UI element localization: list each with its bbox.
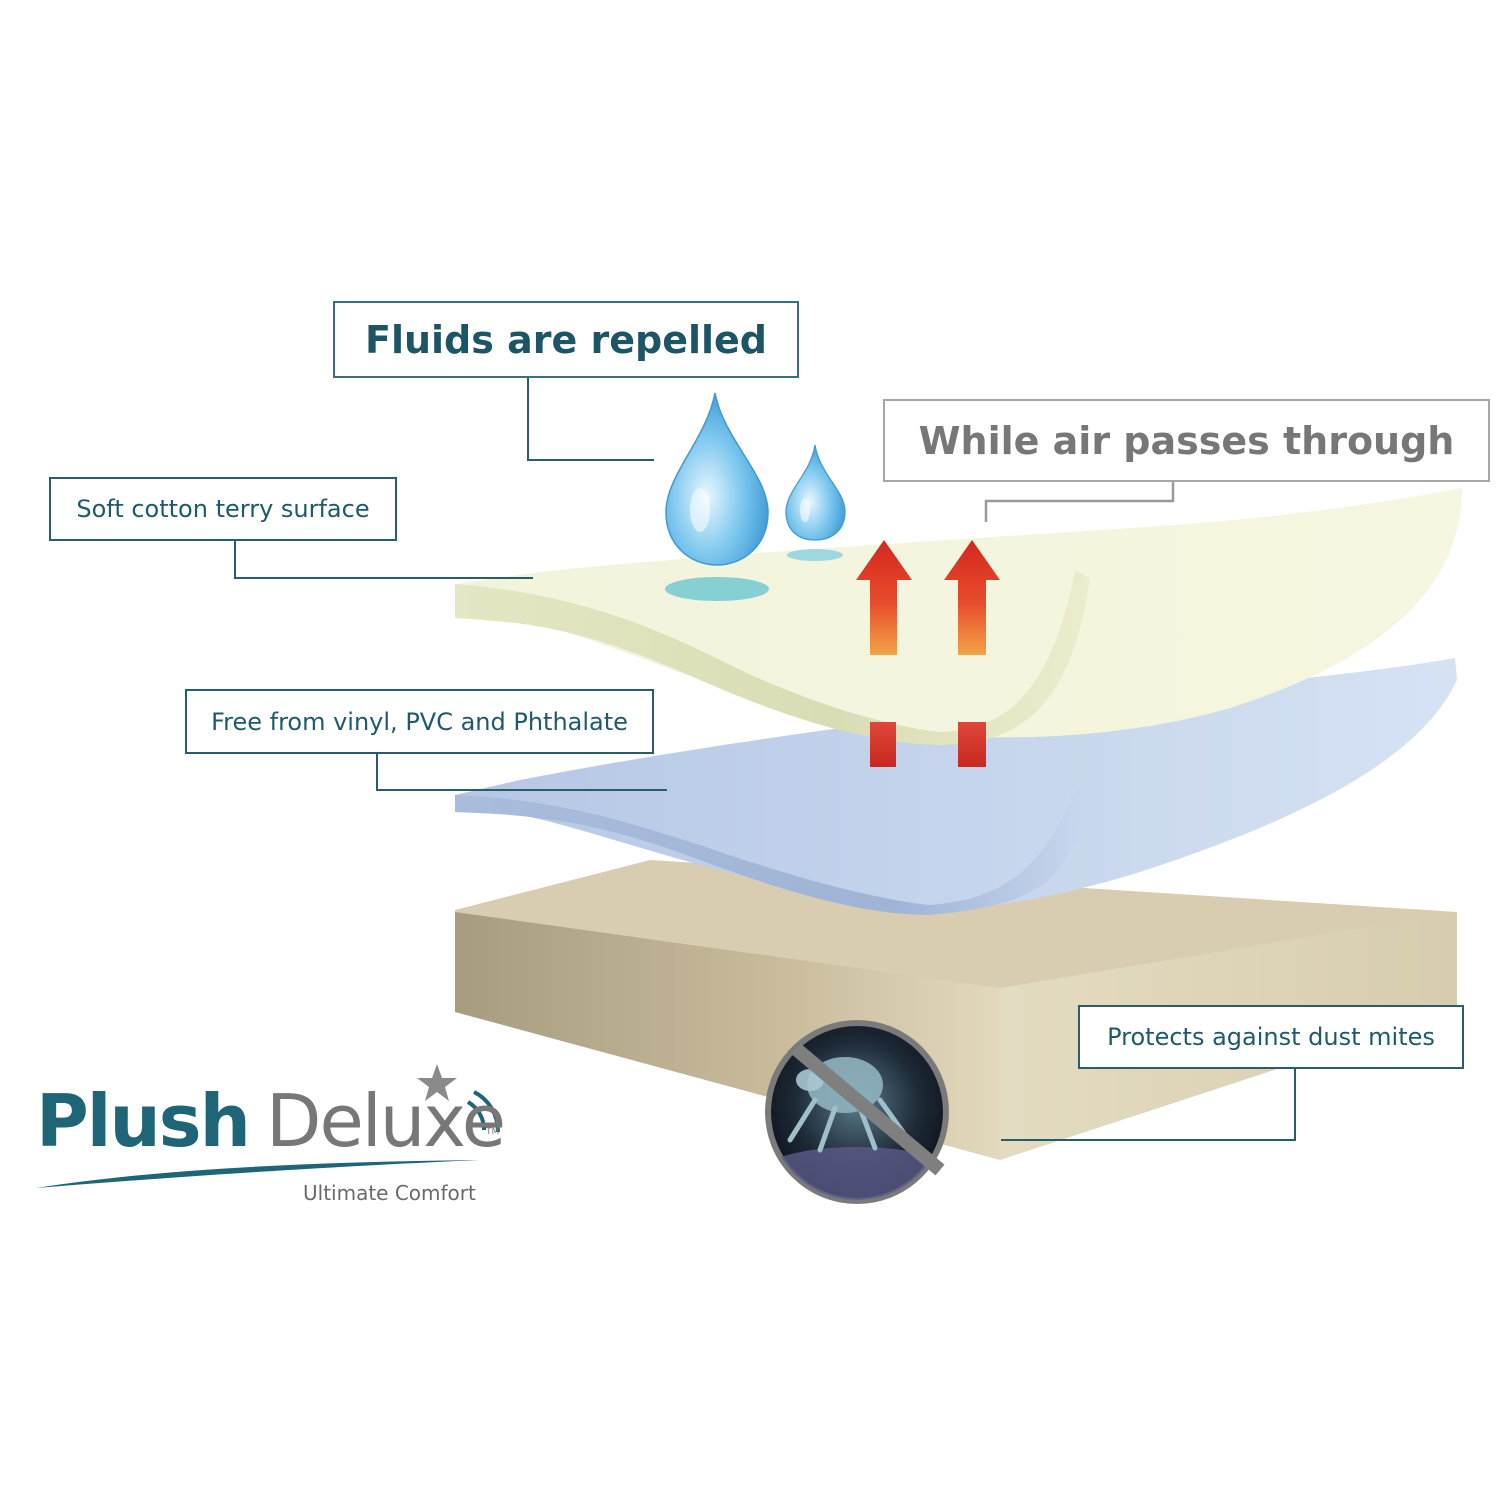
- air-arrow-icon: [856, 540, 1000, 767]
- dust-mites-callout: Protects against dust mites: [1078, 1005, 1464, 1069]
- cotton-surface-callout: Soft cotton terry surface: [49, 477, 397, 541]
- cotton-surface-text: Soft cotton terry surface: [76, 495, 370, 523]
- fluids-repelled-callout: Fluids are repelled: [333, 301, 799, 378]
- air-passes-text: While air passes through: [918, 418, 1455, 463]
- vinyl-free-text: Free from vinyl, PVC and Phthalate: [211, 707, 628, 736]
- callout-leader-lines: [234, 378, 1296, 1141]
- logo-tagline: Ultimate Comfort: [303, 1181, 476, 1205]
- air-passes-callout: While air passes through: [883, 399, 1490, 482]
- logo-trademark: TM: [486, 1127, 500, 1137]
- middle-membrane-layer: [455, 658, 1457, 915]
- signal-arcs-icon: [466, 1090, 500, 1133]
- star-icon: [417, 1064, 457, 1101]
- logo-brand-plush: Plush: [36, 1079, 251, 1163]
- dust-mites-text: Protects against dust mites: [1107, 1023, 1435, 1051]
- dust-mite-icon: [765, 1020, 949, 1204]
- no-sign-icon: [790, 1042, 945, 1176]
- vinyl-free-callout: Free from vinyl, PVC and Phthalate: [185, 689, 654, 754]
- logo-brand-deluxe: Deluxe: [266, 1079, 506, 1163]
- water-drop-icon: [665, 392, 846, 601]
- fluids-repelled-text: Fluids are repelled: [364, 317, 767, 362]
